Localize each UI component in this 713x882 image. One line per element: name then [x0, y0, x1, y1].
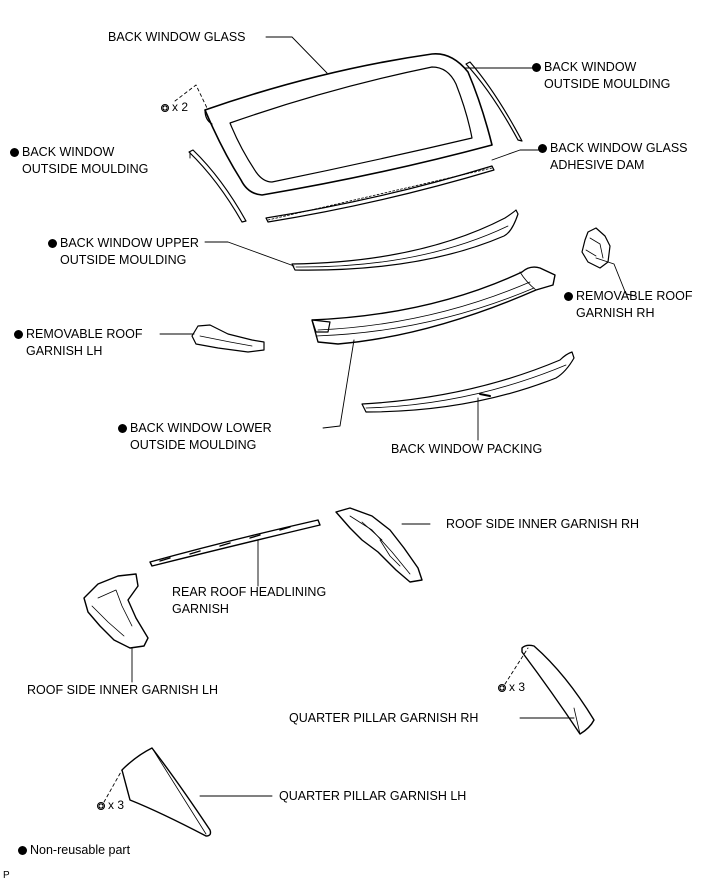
- rh-pillar-clips-quantity: x 3: [498, 680, 525, 694]
- lh-pillar-clips-quantity: x 3: [97, 798, 124, 812]
- label-outside-moulding-lh: BACK WINDOW OUTSIDE MOULDING: [10, 144, 148, 178]
- outside-moulding-lh-part: [188, 149, 247, 223]
- rear-roof-headlining-garnish-part: [149, 519, 321, 567]
- non-reusable-marker-icon: [14, 330, 23, 339]
- non-reusable-marker-icon: [532, 63, 541, 72]
- leader-lines: [131, 36, 637, 797]
- lower-outside-moulding-part: [311, 266, 556, 345]
- adhesive-dam-part: [265, 165, 495, 223]
- clip-nut-icon: [161, 104, 169, 112]
- roof-side-inner-garnish-lh-part: [83, 573, 149, 649]
- corner-mark: P: [3, 870, 10, 881]
- back-window-packing-part: [361, 351, 575, 413]
- roof-side-inner-garnish-rh-part: [335, 507, 423, 583]
- non-reusable-marker-icon: [10, 148, 19, 157]
- label-back-window-packing: BACK WINDOW PACKING: [391, 442, 543, 456]
- label-roof-side-inner-garnish-rh: ROOF SIDE INNER GARNISH RH: [446, 517, 640, 531]
- label-removable-roof-garnish-rh: REMOVABLE ROOF GARNISH RH: [564, 288, 692, 322]
- removable-roof-garnish-lh-part: [191, 324, 265, 353]
- upper-outside-moulding-part: [291, 209, 519, 271]
- back-window-glass-part: [204, 53, 493, 196]
- legend-non-reusable: Non-reusable part: [18, 842, 130, 859]
- label-upper-outside-moulding: BACK WINDOW UPPER OUTSIDE MOULDING: [48, 235, 199, 269]
- quarter-pillar-garnish-rh-part: [521, 644, 595, 735]
- filled-circle-icon: [18, 846, 27, 855]
- glass-clips-quantity: x 2: [161, 100, 188, 114]
- non-reusable-marker-icon: [564, 292, 573, 301]
- removable-roof-garnish-rh-part: [581, 227, 611, 269]
- clip-nut-icon: [97, 802, 105, 810]
- label-quarter-pillar-garnish-lh: QUARTER PILLAR GARNISH LH: [279, 789, 467, 803]
- label-roof-side-inner-garnish-lh: ROOF SIDE INNER GARNISH LH: [27, 683, 218, 697]
- label-outside-moulding-rh: BACK WINDOW OUTSIDE MOULDING: [532, 59, 670, 93]
- non-reusable-marker-icon: [538, 144, 547, 153]
- label-back-window-glass: BACK WINDOW GLASS: [108, 30, 246, 44]
- label-adhesive-dam: BACK WINDOW GLASS ADHESIVE DAM: [538, 140, 688, 174]
- clip-lines: [103, 84, 529, 803]
- label-rear-roof-headlining-garnish: REAR ROOF HEADLINING GARNISH: [172, 585, 327, 616]
- non-reusable-marker-icon: [48, 239, 57, 248]
- label-quarter-pillar-garnish-rh: QUARTER PILLAR GARNISH RH: [289, 711, 479, 725]
- non-reusable-marker-icon: [118, 424, 127, 433]
- clip-nut-icon: [498, 684, 506, 692]
- label-lower-outside-moulding: BACK WINDOW LOWER OUTSIDE MOULDING: [118, 420, 272, 454]
- label-removable-roof-garnish-lh: REMOVABLE ROOF GARNISH LH: [14, 326, 142, 360]
- outside-moulding-rh-part: [465, 61, 523, 142]
- quarter-pillar-garnish-lh-part: [121, 747, 212, 837]
